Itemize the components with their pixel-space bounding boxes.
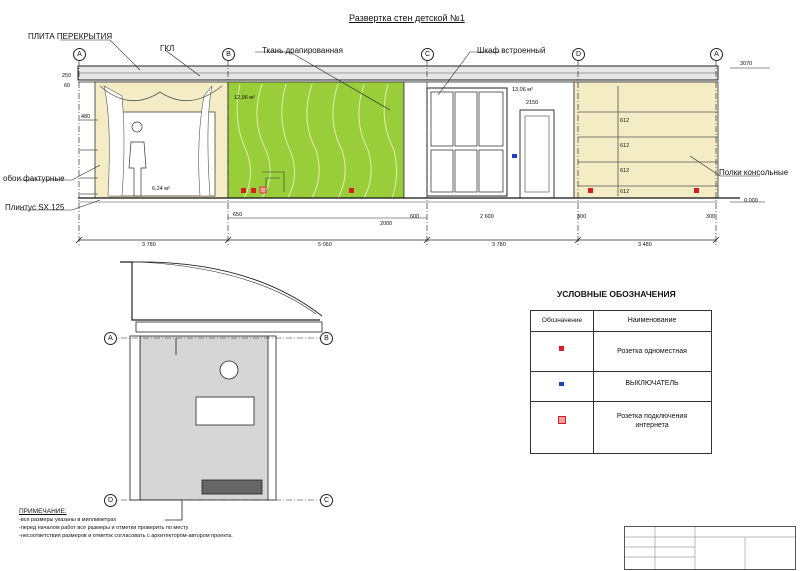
legend-item-name: Розетка одноместная <box>617 348 687 355</box>
socket-mark <box>588 188 593 193</box>
console-shelves <box>578 86 718 196</box>
curtain-right <box>198 85 213 197</box>
axis-marker: D <box>104 494 117 507</box>
dim-label: 650 <box>233 212 243 218</box>
internet-socket-mark <box>259 186 267 194</box>
wall-panel-da <box>573 81 719 199</box>
note-item: -перед началом работ все размеры и отмет… <box>19 525 189 531</box>
curtain-left <box>103 85 125 197</box>
title-block <box>624 526 796 570</box>
note-item: -несоответствия размеров и отметок согла… <box>19 533 233 539</box>
axis-marker: С <box>421 48 434 61</box>
wardrobe <box>426 87 508 197</box>
socket-mark <box>251 188 256 193</box>
dim-label: 60 <box>64 83 71 89</box>
legend-col-code: Обозначение <box>541 317 583 324</box>
axis-marker: D <box>572 48 585 61</box>
dim-label: 612 <box>620 189 630 195</box>
wardrobe-label: Шкаф встроенный <box>477 46 546 55</box>
shelves-label: Полки консольные <box>719 168 789 177</box>
axis-marker: А <box>710 48 723 61</box>
plinth-label: Плинтус SX.125 <box>5 203 65 212</box>
area-label: 6,24 м² <box>152 186 170 192</box>
dim-label: 2000 <box>380 221 393 227</box>
floor-plan <box>110 261 323 521</box>
internet-socket-symbol <box>558 416 566 424</box>
dim-label: 612 <box>620 168 630 174</box>
gkl-label: ГКЛ <box>160 44 175 53</box>
level-zero: 0.000 <box>744 198 758 204</box>
axis-marker: С <box>320 494 333 507</box>
notes-block: ПРИМЕЧАНИЕ: -все размеры указаны в милли… <box>19 508 233 540</box>
axis-marker: А <box>104 332 117 345</box>
dim-label: 600 <box>410 214 420 220</box>
switch-mark <box>512 154 517 158</box>
legend-col-name: Наименование <box>627 317 677 324</box>
valance <box>99 85 223 102</box>
notes-heading: ПРИМЕЧАНИЕ: <box>19 508 67 515</box>
dim-label: 300 <box>577 214 587 220</box>
axis-marker: А <box>73 48 86 61</box>
dim-label: 480 <box>81 114 91 120</box>
drawing-title: Развертка стен детской №1 <box>349 13 465 23</box>
dim-label: 3 480 <box>638 242 652 248</box>
person-figure <box>128 121 147 197</box>
legend-table: УСЛОВНЫЕ ОБОЗНАЧЕНИЯ Обозначение Наимено… <box>530 289 712 454</box>
fabric-label: Ткань драпированная <box>262 46 343 55</box>
fabric-pattern <box>236 83 398 199</box>
dim-label: 2150 <box>526 100 539 106</box>
dim-label: 5 060 <box>318 242 332 248</box>
slab-label: ПЛИТА ПЕРЕКРЫТИЯ <box>28 32 113 41</box>
legend-item-name: ВЫКЛЮЧАТЕЛЬ <box>625 380 679 387</box>
dim-label: 612 <box>620 118 630 124</box>
socket-mark <box>349 188 354 193</box>
dim-label: 2 600 <box>480 214 494 220</box>
dim-label: 612 <box>620 143 630 149</box>
dim-label: 3 780 <box>142 242 156 248</box>
dim-label: 3 780 <box>492 242 506 248</box>
area-label: 12,96 м² <box>234 95 255 101</box>
legend-item-name: Розетка подключения интернета <box>616 413 688 429</box>
level-top: 3070 <box>740 61 753 67</box>
area-label: 13,06 м² <box>512 87 533 93</box>
note-item: -все размеры указаны в миллиметрах <box>19 517 117 523</box>
switch-symbol <box>559 382 564 386</box>
legend-header: УСЛОВНЫЕ ОБОЗНАЧЕНИЯ <box>557 289 676 299</box>
socket-mark <box>241 188 246 193</box>
wallpaper-label: обои фактурные <box>3 174 65 183</box>
legend-divider <box>593 311 594 453</box>
dim-label: 250 <box>62 73 72 79</box>
socket-symbol <box>559 346 564 351</box>
axis-marker: В <box>320 332 333 345</box>
dim-label: 300 <box>706 214 716 220</box>
axis-marker: В <box>222 48 235 61</box>
socket-mark <box>694 188 699 193</box>
